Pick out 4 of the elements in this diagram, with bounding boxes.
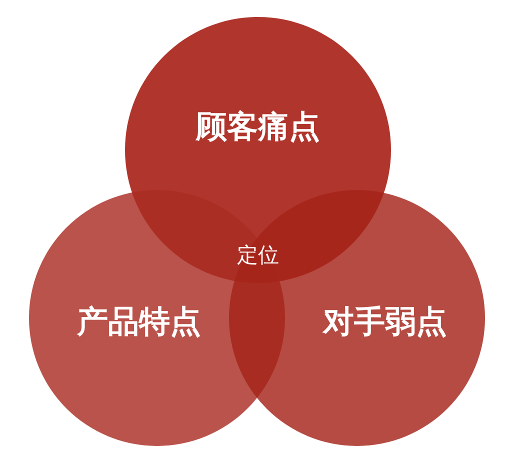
circle-label: 产品特点 <box>77 303 201 342</box>
overlap-label: 定位 <box>237 242 279 269</box>
circle-label: 对手弱点 <box>323 303 447 342</box>
circle-label: 顾客痛点 <box>196 108 320 147</box>
